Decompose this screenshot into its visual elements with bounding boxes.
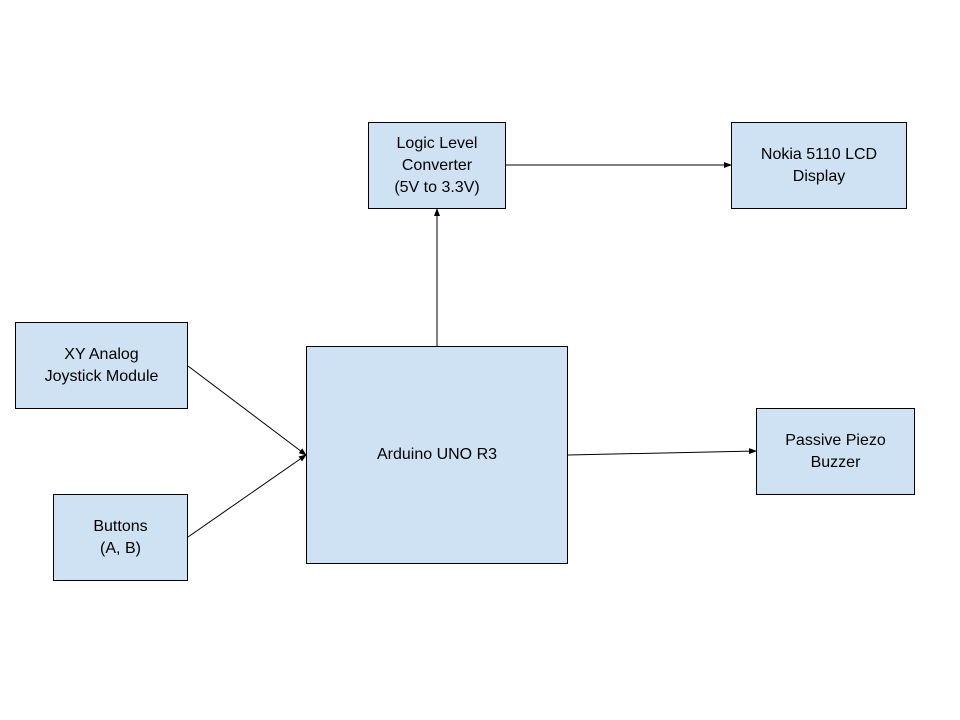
node-label: Nokia 5110 LCD Display: [760, 145, 878, 185]
arrow-joystick-to-arduino: [187, 365, 307, 456]
edges-group: [187, 162, 757, 538]
arrow-arduino-to-buzzer: [567, 448, 757, 456]
node-label: Arduino UNO R3: [376, 446, 498, 463]
node-arduino: Arduino UNO R3: [306, 346, 568, 564]
node-piezo-buzzer: Passive Piezo Buzzer: [756, 408, 915, 495]
arrow-buttons-to-arduino: [187, 454, 307, 538]
node-label: XY Analog Joystick Module: [44, 345, 159, 385]
node-lcd-display: Nokia 5110 LCD Display: [731, 122, 907, 209]
node-label: Logic Level Converter (5V to 3.3V): [394, 134, 480, 196]
node-buttons: Buttons (A, B): [53, 494, 188, 581]
node-joystick-module: XY Analog Joystick Module: [15, 322, 188, 409]
node-logic-level-converter: Logic Level Converter (5V to 3.3V): [368, 122, 506, 209]
node-label: Buttons (A, B): [93, 517, 148, 557]
node-label: Passive Piezo Buzzer: [785, 431, 886, 471]
